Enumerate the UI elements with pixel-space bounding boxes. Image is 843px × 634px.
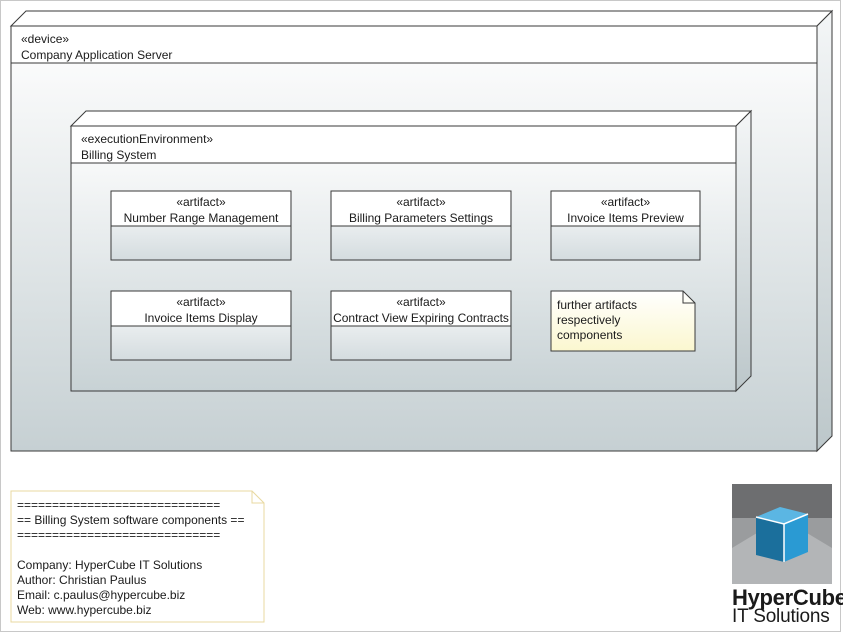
further-note-line: further artifacts — [557, 298, 638, 312]
environment-stereotype: «executionEnvironment» — [81, 132, 214, 146]
info-note[interactable] — [10, 490, 265, 623]
further-artifacts-note[interactable] — [550, 290, 696, 352]
further-note-line: components — [557, 328, 623, 342]
artifact-name: Invoice Items Preview — [567, 211, 684, 225]
artifact-invoice-items-preview[interactable] — [550, 190, 701, 261]
further-note-line: respectively — [557, 313, 621, 327]
cube-icon — [755, 507, 809, 562]
hypercube-logo — [732, 484, 832, 584]
artifact-invoice-items-display[interactable] — [110, 290, 292, 361]
artifact-stereotype: «artifact» — [396, 295, 446, 309]
artifact-name: Billing Parameters Settings — [348, 211, 494, 225]
info-note-line: Author: Christian Paulus — [17, 573, 147, 587]
info-note-line: ============================= — [17, 528, 221, 542]
artifact-stereotype: «artifact» — [396, 195, 446, 209]
artifact-stereotype: «artifact» — [176, 195, 226, 209]
info-note-line: ============================= — [17, 498, 221, 512]
artifact-name: Invoice Items Display — [144, 311, 258, 325]
artifact-billing-parameters-settings[interactable] — [330, 190, 512, 261]
artifact-contract-view-expiring-contracts[interactable] — [330, 290, 512, 361]
device-stereotype: «device» — [21, 32, 70, 46]
artifact-stereotype: «artifact» — [176, 295, 226, 309]
artifact-name: Number Range Management — [123, 211, 279, 225]
info-note-line: == Billing System software components == — [17, 513, 245, 527]
artifact-number-range-management[interactable] — [110, 190, 292, 261]
artifact-name: Contract View Expiring Contracts — [333, 311, 509, 325]
info-note-line: Web: www.hypercube.biz — [17, 603, 152, 617]
info-note-line: Company: HyperCube IT Solutions — [17, 558, 203, 572]
device-name: Company Application Server — [21, 48, 173, 62]
info-note-line: Email: c.paulus@hypercube.biz — [17, 588, 186, 602]
logo-title: HyperCube — [732, 585, 843, 610]
environment-name: Billing System — [81, 148, 157, 162]
logo-subtitle: IT Solutions — [732, 606, 830, 627]
artifact-stereotype: «artifact» — [600, 195, 651, 209]
